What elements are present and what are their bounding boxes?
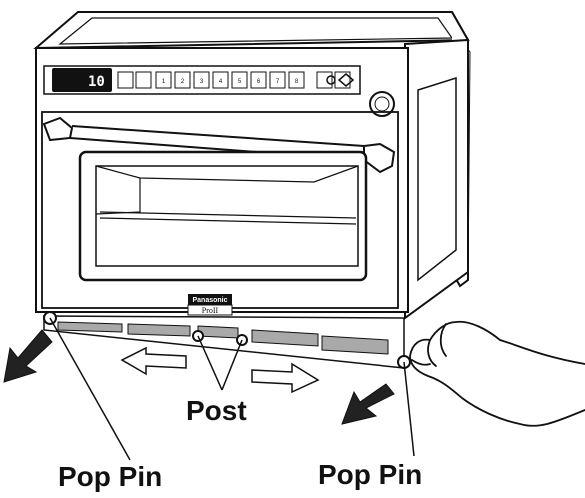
pop-pin-right-label: Pop Pin [318,459,422,490]
start-key [335,72,350,88]
hand-illustration [410,322,585,426]
play-pause-key-icon [136,72,151,88]
pop-pin-left-label: Pop Pin [58,461,162,492]
svg-text:ProII: ProII [202,306,219,315]
slide-right-arrow [252,364,318,392]
bottom-filter-strip [44,316,404,368]
function-key-icon [118,72,133,88]
oven-right-side [405,40,468,318]
pull-arrow-left [4,330,52,382]
svg-text:Panasonic: Panasonic [192,297,227,304]
slide-left-arrow [122,348,186,374]
oven-top [36,12,468,48]
door-window [80,152,366,280]
stop-key [317,72,332,88]
display-readout: 10 [88,74,105,90]
brand-badge: Panasonic ProII [188,294,232,315]
post-label: Post [186,395,247,426]
pull-arrow-right [342,384,394,424]
